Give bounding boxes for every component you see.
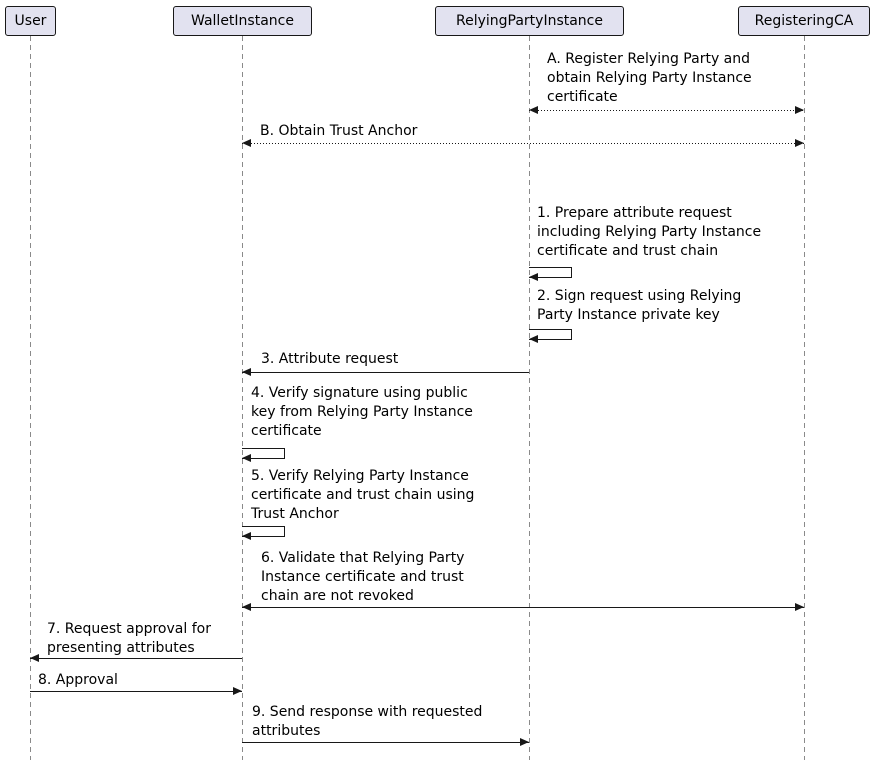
message-b-label: B. Obtain Trust Anchor xyxy=(260,123,418,139)
message-6-arrowhead-left-icon xyxy=(242,603,251,611)
message-3-line xyxy=(242,372,529,373)
message-b-arrowhead-right-icon xyxy=(795,139,804,147)
lifeline-registeringca xyxy=(804,36,805,760)
participant-walletinstance: WalletInstance xyxy=(173,6,312,36)
message-8-arrowhead-icon xyxy=(233,687,242,695)
message-a-line xyxy=(529,110,804,111)
message-5-label: 5. Verify Relying Party Instance certifi… xyxy=(251,468,475,522)
message-7-label: 7. Request approval for presenting attri… xyxy=(47,621,211,656)
message-9-line xyxy=(242,742,529,743)
lifeline-user xyxy=(30,36,31,760)
message-1-arrowhead-icon xyxy=(529,273,538,281)
participant-registeringca: RegisteringCA xyxy=(738,6,870,36)
participant-registeringca-label: RegisteringCA xyxy=(754,13,854,29)
participant-walletinstance-label: WalletInstance xyxy=(191,13,294,29)
message-2-label: 2. Sign request using Relying Party Inst… xyxy=(537,288,742,323)
message-3-label: 3. Attribute request xyxy=(261,351,399,367)
message-a-arrowhead-left-icon xyxy=(529,106,538,114)
participant-relyingpartyinstance: RelyingPartyInstance xyxy=(435,6,624,36)
message-6-arrowhead-right-icon xyxy=(795,603,804,611)
message-b-line xyxy=(242,143,804,144)
message-1-label: 1. Prepare attribute request including R… xyxy=(537,205,762,259)
message-2-self-line xyxy=(529,329,572,340)
lifeline-relyingpartyinstance xyxy=(529,36,530,760)
message-4-arrowhead-icon xyxy=(242,454,251,462)
message-9-label: 9. Send response with requested attribut… xyxy=(252,704,483,739)
message-a-label: A. Register Relying Party and obtain Rel… xyxy=(547,51,752,105)
message-5-arrowhead-icon xyxy=(242,532,251,540)
message-2-arrowhead-icon xyxy=(529,335,538,343)
message-9-arrowhead-icon xyxy=(520,738,529,746)
message-6-label: 6. Validate that Relying Party Instance … xyxy=(261,550,465,604)
lifeline-walletinstance xyxy=(242,36,243,760)
message-3-arrowhead-icon xyxy=(242,368,251,376)
participant-user: User xyxy=(5,6,56,36)
message-4-label: 4. Verify signature using public key fro… xyxy=(251,385,473,439)
message-1-self-line xyxy=(529,267,572,278)
message-7-line xyxy=(30,658,242,659)
message-8-label: 8. Approval xyxy=(38,672,118,688)
message-7-arrowhead-icon xyxy=(30,654,39,662)
participant-relyingpartyinstance-label: RelyingPartyInstance xyxy=(455,13,603,29)
message-a-arrowhead-right-icon xyxy=(795,106,804,114)
participant-user-label: User xyxy=(14,13,47,29)
message-4-self-line xyxy=(242,448,285,459)
message-6-line xyxy=(242,607,804,608)
message-b-arrowhead-left-icon xyxy=(242,139,251,147)
message-5-self-line xyxy=(242,526,285,537)
message-8-line xyxy=(30,691,242,692)
